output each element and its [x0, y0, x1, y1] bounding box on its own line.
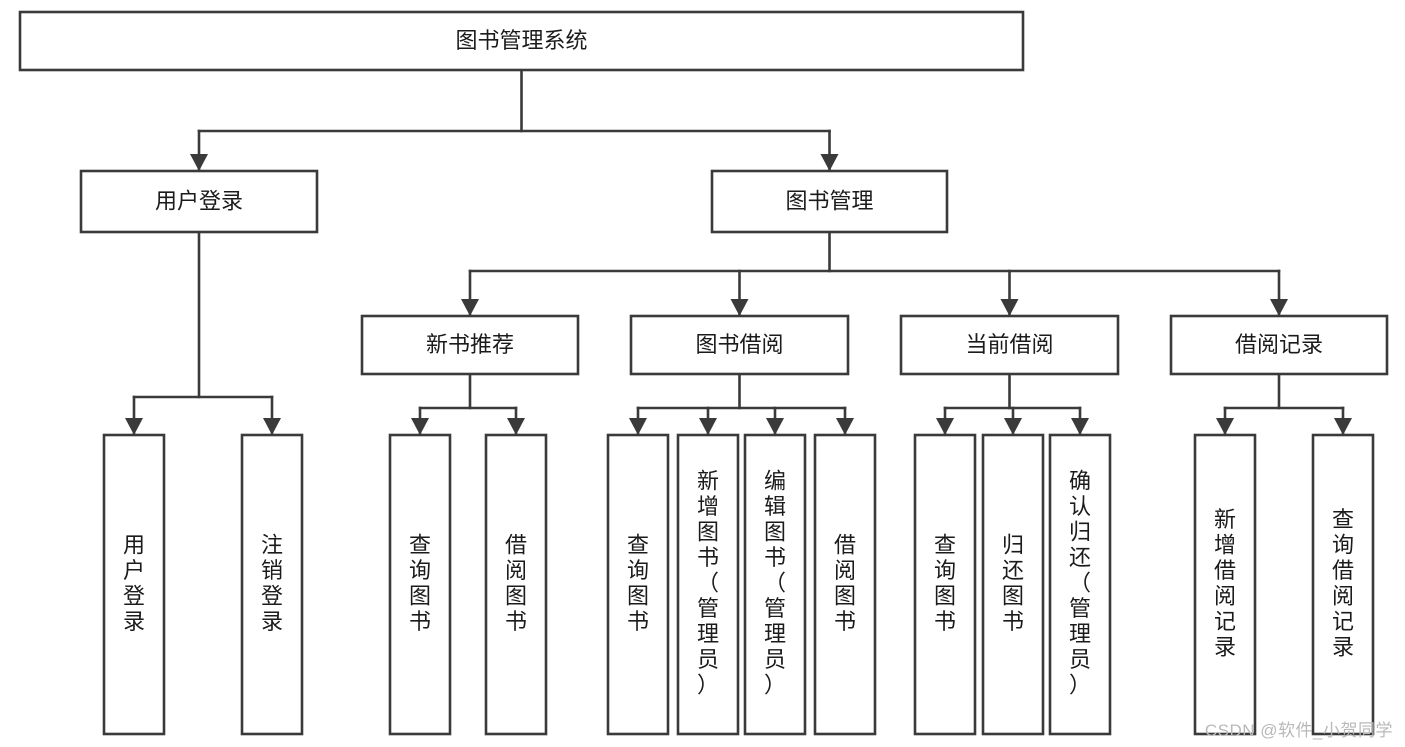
node-box-root — [18, 10, 1025, 72]
arrow-leaf-query-book-recommend — [411, 418, 429, 435]
node-box-leaf-logout-login — [240, 433, 304, 736]
node-label-leaf-return-book: 归还图书 — [1002, 532, 1024, 634]
node-book-management[interactable]: 图书管理 — [710, 169, 949, 234]
node-label-leaf-query-book-recommend: 查询图书 — [409, 532, 431, 634]
node-box-leaf-query-book-recommend — [388, 433, 452, 736]
arrow-leaf-edit-book-admin — [766, 418, 784, 435]
node-box-leaf-return-book — [981, 433, 1045, 736]
arrow-current-borrow — [1000, 299, 1019, 316]
connectors-layer — [125, 68, 1352, 436]
nodes-layer: 图书管理系统用户登录图书管理新书推荐图书借阅当前借阅借阅记录用户登录注销登录查询… — [18, 10, 1389, 736]
node-label-leaf-add-borrow-record: 新增借阅记录 — [1214, 507, 1236, 660]
node-label-root: 图书管理系统 — [455, 28, 587, 53]
arrow-leaf-logout-login — [263, 418, 281, 435]
node-leaf-logout-login[interactable]: 注销登录 — [240, 433, 304, 736]
node-label-borrow-records: 借阅记录 — [1235, 332, 1323, 357]
node-leaf-query-borrow-record[interactable]: 查询借阅记录 — [1311, 433, 1375, 736]
node-label-leaf-add-book-admin: 新增图书（管理员） — [697, 468, 719, 697]
node-label-leaf-logout-login: 注销登录 — [261, 532, 283, 634]
node-box-leaf-add-borrow-record — [1193, 433, 1257, 736]
node-borrow-records[interactable]: 借阅记录 — [1169, 314, 1389, 376]
node-label-book-management: 图书管理 — [785, 188, 873, 213]
node-box-leaf-query-book-current — [913, 433, 977, 736]
node-box-book-management — [710, 169, 949, 234]
node-user-login[interactable]: 用户登录 — [79, 169, 319, 234]
arrow-leaf-query-book-current — [936, 418, 954, 435]
arrow-leaf-query-borrow-record — [1334, 418, 1352, 435]
node-label-leaf-query-book-current: 查询图书 — [934, 532, 956, 634]
arrow-new-book-recommend — [461, 299, 479, 316]
node-leaf-query-book-recommend[interactable]: 查询图书 — [388, 433, 452, 736]
node-box-user-login — [79, 169, 319, 234]
node-leaf-confirm-return-admin[interactable]: 确认归还（管理员） — [1048, 433, 1112, 736]
node-current-borrow[interactable]: 当前借阅 — [899, 314, 1120, 376]
arrow-leaf-add-book-admin — [699, 418, 717, 435]
node-leaf-query-book-current[interactable]: 查询图书 — [913, 433, 977, 736]
node-leaf-borrow-book[interactable]: 借阅图书 — [813, 433, 877, 736]
arrow-book-borrow — [730, 299, 749, 316]
node-leaf-add-borrow-record[interactable]: 新增借阅记录 — [1193, 433, 1257, 736]
node-box-borrow-records — [1169, 314, 1389, 376]
node-label-leaf-edit-book-admin: 编辑图书（管理员） — [764, 468, 786, 697]
node-box-leaf-query-book-borrow — [606, 433, 670, 736]
arrow-user-login — [190, 154, 208, 171]
node-leaf-return-book[interactable]: 归还图书 — [981, 433, 1045, 736]
node-label-leaf-user-login: 用户登录 — [123, 532, 145, 634]
node-box-leaf-confirm-return-admin — [1048, 433, 1112, 736]
node-root[interactable]: 图书管理系统 — [18, 10, 1025, 72]
node-box-leaf-borrow-book-recommend — [484, 433, 548, 736]
node-book-borrow[interactable]: 图书借阅 — [629, 314, 850, 376]
node-box-leaf-user-login — [102, 433, 166, 736]
node-leaf-add-book-admin[interactable]: 新增图书（管理员） — [676, 433, 740, 736]
arrow-leaf-return-book — [1004, 418, 1022, 435]
node-label-leaf-query-book-borrow: 查询图书 — [627, 532, 649, 634]
node-label-leaf-borrow-book: 借阅图书 — [834, 532, 856, 634]
node-label-leaf-borrow-book-recommend: 借阅图书 — [505, 532, 527, 634]
arrow-book-management — [820, 154, 839, 171]
arrow-leaf-query-book-borrow — [629, 418, 647, 435]
arrow-leaf-borrow-book-recommend — [507, 418, 525, 435]
node-box-new-book-recommend — [360, 314, 580, 376]
node-leaf-user-login[interactable]: 用户登录 — [102, 433, 166, 736]
node-leaf-edit-book-admin[interactable]: 编辑图书（管理员） — [743, 433, 807, 736]
node-box-current-borrow — [899, 314, 1120, 376]
node-label-user-login: 用户登录 — [155, 188, 243, 213]
arrow-leaf-confirm-return-admin — [1071, 418, 1089, 435]
node-label-new-book-recommend: 新书推荐 — [426, 332, 514, 357]
node-leaf-query-book-borrow[interactable]: 查询图书 — [606, 433, 670, 736]
arrow-leaf-user-login — [125, 418, 143, 435]
csdn-watermark: CSDN @软件_小贺同学 — [1204, 721, 1393, 740]
arrow-leaf-add-borrow-record — [1216, 418, 1234, 435]
node-label-leaf-query-borrow-record: 查询借阅记录 — [1332, 507, 1354, 660]
node-label-current-borrow: 当前借阅 — [965, 332, 1053, 357]
node-label-book-borrow: 图书借阅 — [695, 332, 783, 357]
node-box-leaf-borrow-book — [813, 433, 877, 736]
arrow-leaf-borrow-book — [836, 418, 854, 435]
node-new-book-recommend[interactable]: 新书推荐 — [360, 314, 580, 376]
node-box-leaf-add-book-admin — [676, 433, 740, 736]
arrow-borrow-records — [1270, 299, 1288, 316]
node-box-leaf-query-borrow-record — [1311, 433, 1375, 736]
node-leaf-borrow-book-recommend[interactable]: 借阅图书 — [484, 433, 548, 736]
node-box-leaf-edit-book-admin — [743, 433, 807, 736]
node-box-book-borrow — [629, 314, 850, 376]
node-label-leaf-confirm-return-admin: 确认归还（管理员） — [1069, 468, 1091, 697]
